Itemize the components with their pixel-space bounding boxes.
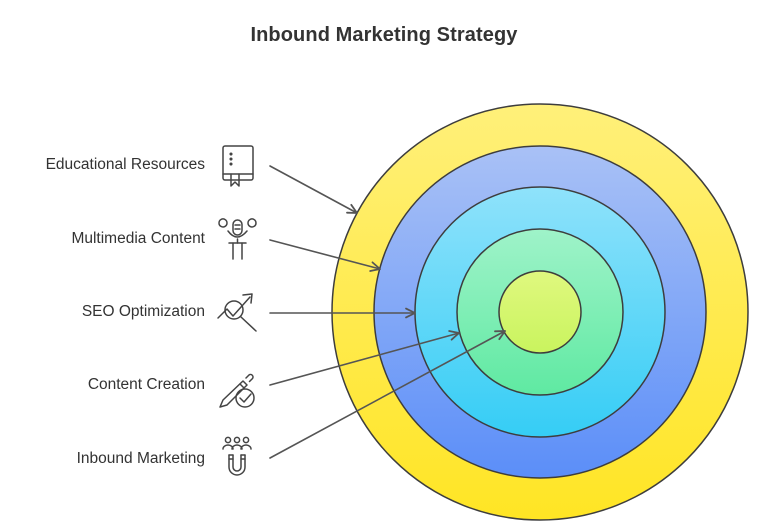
pencil-check-icon bbox=[219, 373, 255, 408]
arrow-inbound-marketing bbox=[269, 330, 506, 459]
label-educational-resources: Educational Resources bbox=[45, 156, 205, 173]
trend-magnifier-icon bbox=[217, 293, 257, 332]
diagram-title: Inbound Marketing Strategy bbox=[250, 24, 518, 46]
book-icon bbox=[222, 145, 254, 187]
label-multimedia-content: Multimedia Content bbox=[71, 230, 205, 247]
label-content-creation: Content Creation bbox=[87, 376, 205, 393]
label-seo-optimization: SEO Optimization bbox=[81, 303, 205, 320]
arrow-content-creation bbox=[269, 330, 460, 386]
ring-inbound-marketing bbox=[498, 270, 582, 354]
arrow-multimedia-content bbox=[269, 239, 381, 272]
label-inbound-marketing: Inbound Marketing bbox=[76, 450, 205, 467]
arrow-educational-resources bbox=[269, 165, 358, 214]
podcast-microphone-icon bbox=[218, 218, 257, 260]
people-magnet-icon bbox=[222, 436, 252, 476]
